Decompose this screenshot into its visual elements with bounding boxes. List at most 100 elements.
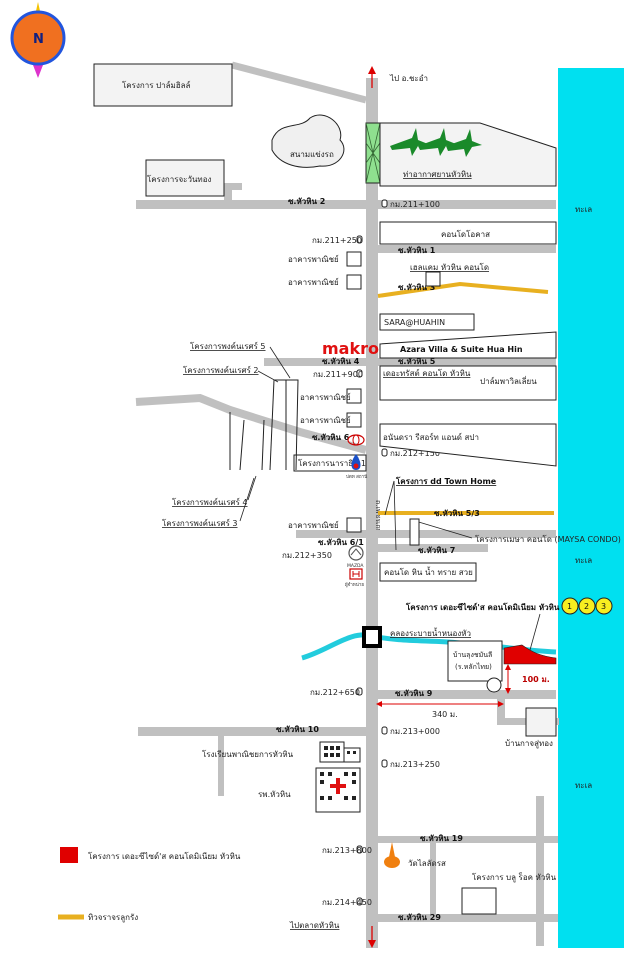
road-s2-label: ซ.หัวหิน 2 bbox=[288, 197, 325, 206]
road-s9-label: ซ.หัวหิน 9 bbox=[395, 689, 433, 698]
shop-label-4: อาคารพาณิชย์ bbox=[300, 415, 351, 425]
makro-logo: makro bbox=[322, 339, 379, 358]
badge-1: 1 bbox=[567, 602, 572, 611]
sea bbox=[558, 68, 624, 948]
road-s7 bbox=[378, 544, 488, 552]
phongkanrare2-leader bbox=[257, 370, 279, 383]
road-s3-label: ซ.หัวหิน 3 bbox=[398, 283, 435, 292]
shop-box-1 bbox=[346, 251, 362, 267]
shop-box-3 bbox=[346, 388, 362, 404]
road-s1-label: ซ.หัวหิน 1 bbox=[398, 246, 436, 255]
badge-1-icon bbox=[561, 597, 579, 615]
mazda-label: MAZDA bbox=[347, 563, 364, 569]
km-marker-icon bbox=[381, 199, 388, 208]
condo-ocas-box bbox=[379, 221, 557, 245]
legend-project-label: โครงการ เดอะซีไซด์'ส คอนโดมิเนียม หัวหิน bbox=[88, 851, 241, 861]
golf-label: สนามแข่งรถ bbox=[290, 150, 334, 159]
airport-label: ท่าอากาศยานหัวหิน bbox=[403, 170, 472, 179]
phongkanrare2-label: โครงการพงค์นเรศร์ 2 bbox=[183, 365, 259, 375]
hospital-icon bbox=[315, 767, 361, 813]
canal-label: คลองระบายน้ำหนองหัว bbox=[390, 627, 471, 638]
badges: 1 2 3 bbox=[561, 597, 613, 615]
shop-box-2 bbox=[346, 274, 362, 290]
distance-340-arrow bbox=[376, 701, 504, 707]
condo-namsai-label: คอนโด หิน น้ำ ทราย สวย bbox=[384, 566, 473, 577]
road-s1 bbox=[378, 245, 556, 253]
km-214-450: กม.214+450 bbox=[322, 898, 372, 907]
bridge-icon bbox=[362, 626, 382, 648]
dd-townhome-label: โครงการ dd Town Home bbox=[395, 476, 497, 486]
ptt-label: ปตท สถานี bbox=[346, 474, 367, 480]
airport-hatch bbox=[365, 122, 381, 184]
ruenthong-label: โครงการจะวันทอง bbox=[147, 174, 212, 184]
honda-label: ผู้จำหน่าย bbox=[345, 581, 364, 588]
road-s4-label: ซ.หัวหิน 4 bbox=[322, 357, 360, 366]
orange-road-s3 bbox=[377, 281, 549, 298]
sea-label-2: ทะเล bbox=[575, 556, 592, 565]
ptt-icon bbox=[351, 454, 361, 470]
road-s2 bbox=[136, 200, 556, 209]
distance-340-label: 340 ม. bbox=[432, 710, 458, 719]
phongkanrare3-leader bbox=[239, 477, 255, 522]
dd-townhome-leader bbox=[384, 480, 395, 516]
road-s6-label: ซ.หัวหิน 6 bbox=[312, 433, 350, 442]
toyota-icon bbox=[347, 434, 365, 446]
road-s5-label: ซ.หัวหิน 5 bbox=[398, 357, 436, 366]
badge-3: 3 bbox=[601, 602, 606, 611]
mazda-icon bbox=[348, 545, 364, 561]
palm-hills-label: โครงการ ปาล์มฮิลล์ bbox=[122, 80, 191, 90]
km-marker-icon bbox=[381, 759, 388, 768]
road-s29-label: ซ.หัวหิน 29 bbox=[398, 913, 441, 922]
km-212-150: กม.212+150 bbox=[390, 449, 440, 458]
the-trust-label: เดอะทรัสต์ คอนโด หัวหิน bbox=[383, 368, 471, 378]
road-s2-spur-top bbox=[224, 183, 242, 190]
shop-label-5: อาคารพาณิชย์ bbox=[288, 520, 339, 530]
ruenthong-box bbox=[145, 159, 225, 197]
km-marker-icon bbox=[356, 845, 363, 854]
km-marker-icon bbox=[356, 897, 363, 906]
market-label: ไปตลาดหัวหิน bbox=[289, 921, 340, 930]
compass-icon: N bbox=[10, 2, 66, 78]
baan-saem-box bbox=[425, 271, 441, 287]
honda-icon bbox=[349, 568, 363, 580]
phongkanrare-plots bbox=[229, 379, 299, 471]
road-s29 bbox=[378, 914, 558, 922]
km-212-350: กม.212+350 bbox=[282, 551, 332, 560]
phongkanrare3-label: โครงการพงค์นเรศร์ 3 bbox=[162, 518, 238, 528]
bluerock-label: โครงการ บลู ร็อค หัวหิน bbox=[472, 872, 557, 883]
road-s10 bbox=[138, 727, 368, 736]
shop-box-5 bbox=[346, 517, 362, 533]
road-s61-label: ซ.หัวหิน 6/1 bbox=[318, 538, 364, 547]
narathip-label: โครงการนาราธิตี้ 1 bbox=[298, 457, 366, 468]
baan-saem-label: เฮลแคม หัวหิน คอนโด bbox=[410, 262, 489, 272]
km-211-100: กม.211+100 bbox=[390, 200, 440, 209]
road-s4 bbox=[264, 358, 556, 366]
shop-box-4 bbox=[346, 412, 362, 428]
maysa-label: โครงการเมษา คอนโด (MAYSA CONDO) bbox=[475, 534, 621, 544]
shop-label-2: อาคารพาณิชย์ bbox=[288, 277, 339, 287]
badge-2: 2 bbox=[584, 602, 589, 611]
km-marker-icon bbox=[381, 448, 388, 457]
seaside-leader bbox=[529, 613, 541, 651]
phongkanrare4-label: โครงการพงค์นเรศร์ 4 bbox=[172, 497, 248, 507]
phongkanrare4-leader bbox=[247, 475, 257, 501]
road-s61 bbox=[296, 530, 556, 538]
north-arrow-icon bbox=[368, 66, 376, 88]
narathip-box bbox=[293, 454, 367, 472]
km-marker-icon bbox=[356, 369, 363, 378]
km-213-250: กม.213+250 bbox=[390, 760, 440, 769]
airplane-icon bbox=[390, 128, 482, 157]
temple-label: วัดไลลัดรส bbox=[408, 859, 446, 868]
side-roads bbox=[136, 200, 558, 922]
compass-letter: N bbox=[33, 32, 44, 47]
south-arrow-icon bbox=[368, 926, 376, 948]
palm-pavilion-label: ปาล์มพาวิลเลี่ยน bbox=[480, 375, 537, 386]
sea-label-3: ทะเล bbox=[575, 781, 592, 790]
the-trust-box bbox=[379, 365, 557, 401]
ananda-label: อนันดรา รีสอร์ท แอนด์ สปา bbox=[383, 432, 479, 442]
sara-label: SARA@HUAHIN bbox=[384, 318, 445, 327]
road-s19-vertical bbox=[430, 836, 436, 916]
maysa-box bbox=[409, 518, 420, 546]
km-213-000: กม.213+000 bbox=[390, 727, 440, 736]
road-s53-label: ซ.หัวหิน 5/3 bbox=[434, 509, 480, 518]
